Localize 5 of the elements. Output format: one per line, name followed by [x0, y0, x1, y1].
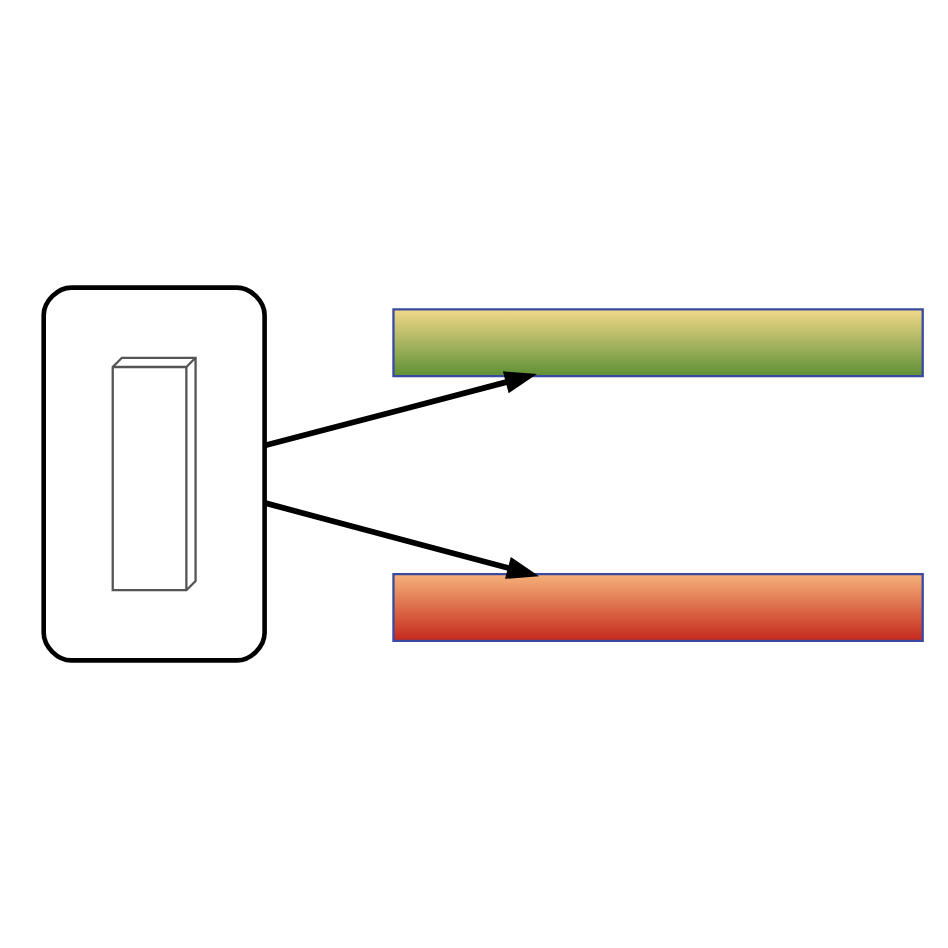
- arrow: [263, 371, 537, 449]
- node-bar: [392, 308, 924, 378]
- arrow: [263, 500, 540, 579]
- cluster: [41, 285, 267, 663]
- node-bar: [392, 572, 924, 642]
